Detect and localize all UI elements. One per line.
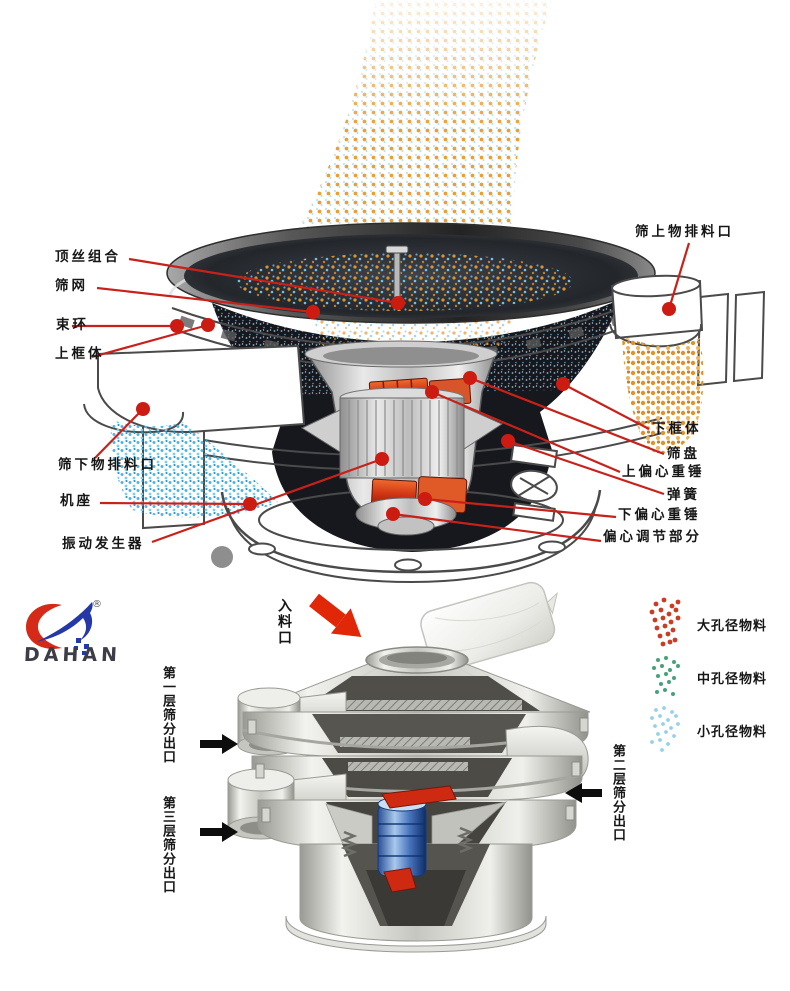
label-layer2-outlet: 第二层筛分出口 xyxy=(610,744,625,842)
label-sieve-mesh: 筛网 xyxy=(55,278,88,294)
label-eccentric-adjust: 偏心调节部分 xyxy=(603,529,702,545)
top-screw xyxy=(385,245,409,301)
label-spring: 弹簧 xyxy=(667,487,700,503)
legend-label-medium: 中孔径物料 xyxy=(697,672,768,687)
brand-name: DAHAN xyxy=(23,644,122,666)
label-top-screw-set: 顶丝组合 xyxy=(55,249,121,265)
bottom-machine-illustration xyxy=(26,581,681,953)
legend-label-large: 大孔径物料 xyxy=(697,619,768,634)
legend-medium-particles xyxy=(652,656,680,696)
legend-label-small: 小孔径物料 xyxy=(697,725,768,740)
sieve-bowl xyxy=(166,222,656,324)
feed-arrow xyxy=(309,593,362,637)
label-lower-frame: 下框体 xyxy=(652,421,702,437)
label-undersize-outlet: 筛下物排料口 xyxy=(58,457,157,473)
legend-small-particles xyxy=(650,706,680,752)
label-vibration-generator: 振动发生器 xyxy=(62,536,145,552)
label-machine-base: 机座 xyxy=(60,493,93,509)
vibration-motor xyxy=(300,340,504,536)
label-sieve-tray: 筛盘 xyxy=(667,446,700,462)
leader-lines xyxy=(72,242,691,544)
brand-logo xyxy=(26,602,93,655)
label-upper-frame: 上框体 xyxy=(55,346,105,362)
label-upper-eccentric: 上偏心重锤 xyxy=(622,464,705,480)
label-oversize-outlet: 筛上物排料口 xyxy=(635,224,734,240)
undersize-spout xyxy=(83,344,306,518)
label-layer3-outlet: 第三层筛分出口 xyxy=(160,796,175,894)
particle-stream xyxy=(295,0,552,292)
label-feed-inlet: 入料口 xyxy=(276,598,292,646)
label-lower-eccentric: 下偏心重锤 xyxy=(618,507,701,523)
right-stand xyxy=(696,290,766,387)
legend-large-particles xyxy=(649,597,681,647)
multilayer-sieve-machine xyxy=(227,646,591,953)
leader-dots xyxy=(136,296,676,521)
label-layer1-outlet: 第一层筛分出口 xyxy=(160,666,175,764)
top-machine-illustration xyxy=(72,0,766,584)
feed-bag xyxy=(420,581,559,672)
label-clamp-ring: 束环 xyxy=(56,317,89,333)
registered-mark: ® xyxy=(92,599,102,610)
outlet-arrows xyxy=(200,734,602,842)
spring xyxy=(509,443,559,522)
bottom-motor xyxy=(377,785,457,893)
